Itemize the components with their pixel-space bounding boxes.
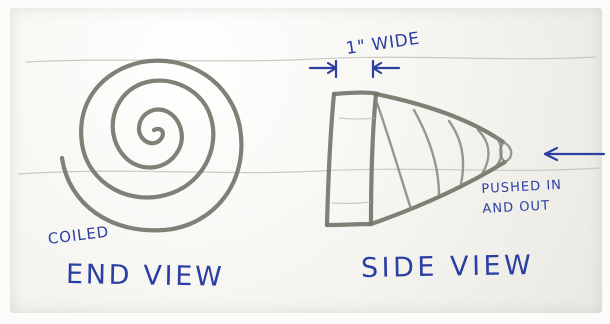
- side-view-title: SIDE VIEW: [361, 250, 535, 284]
- end-view-coil: [62, 61, 241, 231]
- pushed-note-line-2: AND OUT: [482, 196, 564, 220]
- pushed-note: PUSHED IN AND OUT: [481, 176, 564, 220]
- width-dimension: [310, 61, 399, 77]
- pushed-note-line-1: PUSHED IN: [481, 176, 563, 200]
- end-view-title: END VIEW: [66, 259, 225, 293]
- paper-texture: [18, 57, 600, 174]
- push-arrow: [545, 148, 604, 160]
